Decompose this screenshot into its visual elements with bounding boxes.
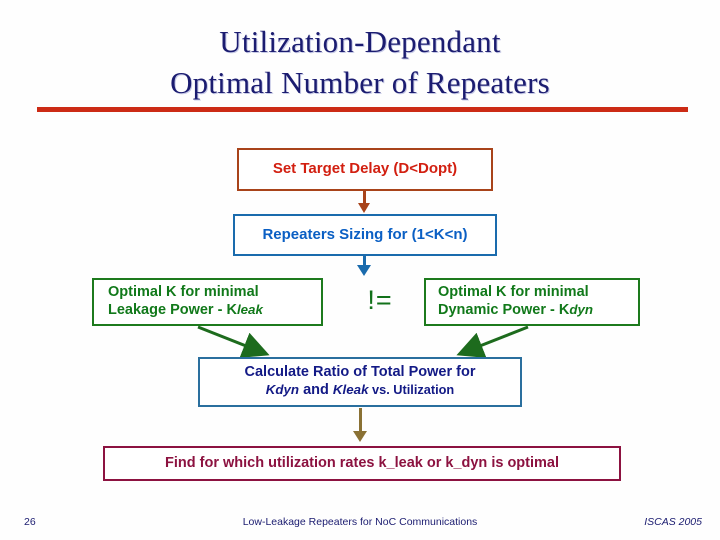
flow-box-set-target-delay-label: Set Target Delay (D<Dopt)	[272, 160, 458, 178]
flow-box-set-target-delay[interactable]: Set Target Delay (D<Dopt)	[237, 148, 493, 191]
title-line-2: Optimal Number of Repeaters	[170, 64, 550, 100]
flow-box-repeaters-sizing[interactable]: Repeaters Sizing for (1<K<n)	[233, 214, 497, 256]
flow-box-optimal-k-dynamic[interactable]: Optimal K for minimal Dynamic Power - Kd…	[424, 278, 640, 326]
flow-box-calculate-ratio-kleak: Kleak	[332, 382, 369, 397]
connector-calculate-to-find-arrowhead	[353, 431, 367, 442]
flow-box-optimal-k-dynamic-line1: Optimal K for minimal	[438, 284, 589, 301]
title-line-1: Utilization-Dependant	[219, 24, 501, 59]
not-equal-operator: !=	[367, 285, 393, 315]
connector-target-to-sizing-line	[363, 191, 366, 205]
page-title: Utilization-Dependant Optimal Number of …	[40, 22, 680, 104]
connector-target-to-sizing-arrowhead	[358, 203, 370, 213]
flow-box-optimal-k-leakage-line2: Leakage Power - K	[108, 302, 237, 318]
flow-box-calculate-ratio-tail: vs. Utilization	[368, 382, 455, 397]
connector-sizing-to-split-arrowhead	[357, 265, 371, 276]
flow-box-optimal-k-leakage-subscript: leak	[236, 302, 263, 317]
flow-box-find-optimal-utilization-label: Find for which utilization rates k_leak …	[165, 454, 559, 471]
flow-box-optimal-k-leakage-line1: Optimal K for minimal	[108, 284, 259, 301]
flow-box-optimal-k-dynamic-line2: Dynamic Power - K	[438, 302, 570, 318]
flow-box-find-optimal-utilization[interactable]: Find for which utilization rates k_leak …	[103, 446, 621, 481]
footer-conference-text: ISCAS 2005	[644, 516, 702, 528]
title-divider-rule	[37, 107, 688, 112]
arrow-dyn-to-calculate	[456, 325, 529, 358]
flow-box-optimal-k-leakage[interactable]: Optimal K for minimal Leakage Power - Kl…	[92, 278, 323, 326]
flow-box-optimal-k-dynamic-subscript: dyn	[569, 302, 594, 317]
flow-box-calculate-ratio[interactable]: Calculate Ratio of Total Power for Kdyn …	[198, 357, 522, 407]
flow-box-calculate-ratio-kdyn: Kdyn	[265, 382, 300, 397]
arrow-leak-to-calculate	[197, 325, 270, 358]
connector-calculate-to-find-line	[359, 408, 362, 434]
flow-box-calculate-ratio-and: and	[299, 382, 333, 398]
connector-sizing-to-split-line	[363, 256, 366, 268]
flow-box-calculate-ratio-line1: Calculate Ratio of Total Power for	[244, 364, 476, 381]
footer-center-text: Low-Leakage Repeaters for NoC Communicat…	[242, 516, 478, 528]
flow-box-repeaters-sizing-label: Repeaters Sizing for (1<K<n)	[262, 225, 468, 243]
footer-page-number: 26	[24, 516, 36, 528]
